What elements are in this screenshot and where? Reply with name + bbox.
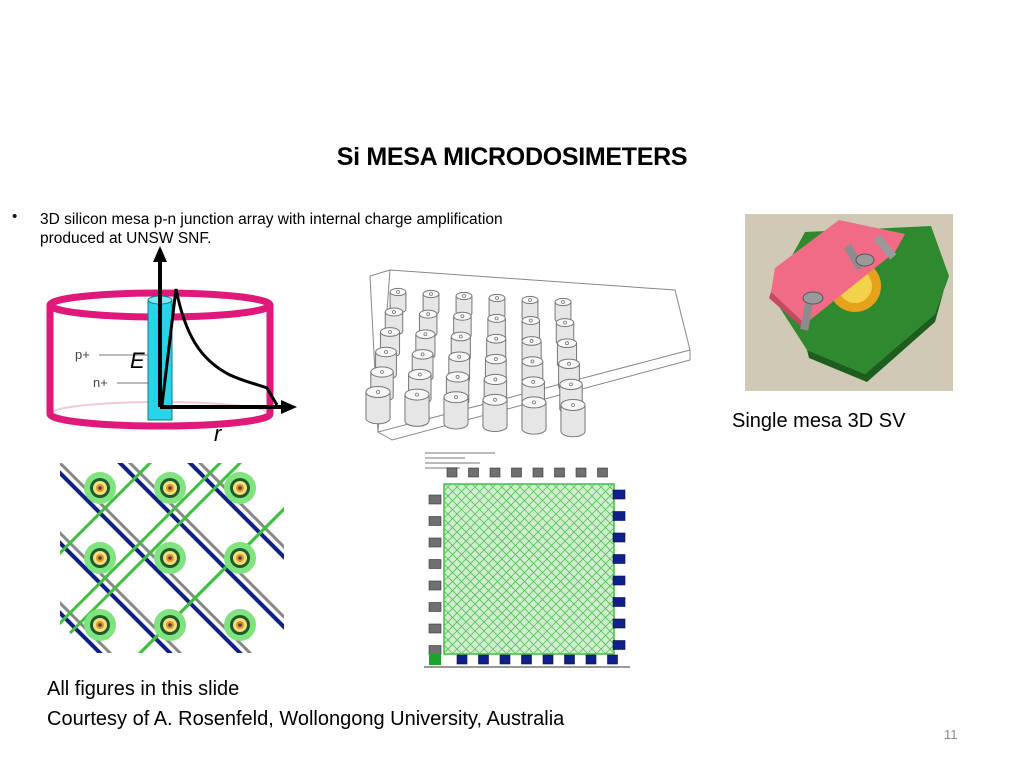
mesa-cylinder: [422, 289, 440, 316]
slide-title: Si MESA MICRODOSIMETERS: [336, 143, 688, 171]
mesa-cylinder: [488, 293, 506, 320]
mesa-cylinder: [560, 399, 586, 438]
pixel-cell: [224, 609, 256, 641]
radius-axis-label: r: [214, 421, 223, 446]
pixel-cell: [224, 542, 256, 574]
mesa-cylinder: [443, 391, 469, 430]
chip-pad-ground: [429, 654, 441, 665]
chip-pad-right: [612, 597, 626, 607]
mesa-cylinder: [521, 396, 547, 435]
chip-pad-right: [612, 575, 626, 586]
chip-pad-bottom: [478, 654, 489, 665]
chip-pad-bottom: [564, 654, 575, 665]
chip-pad-top: [446, 467, 458, 478]
bullet-text: 3D silicon mesa p-n junction array with …: [40, 211, 503, 247]
pixel-cell: [84, 472, 116, 504]
chip-pad-bottom: [521, 654, 532, 665]
chip-pad-bottom: [585, 654, 597, 665]
chip-pad-left: [428, 580, 442, 591]
chip-pad-top: [532, 467, 544, 478]
chip-pad-top: [489, 467, 501, 478]
single-mesa-caption: Single mesa 3D SV: [732, 410, 906, 432]
pixel-cell: [84, 542, 116, 574]
pixel-layout-closeup: [60, 463, 284, 653]
chip-pad-left: [428, 559, 442, 569]
mesa-cylinder-group: [365, 287, 586, 438]
mesa-cylinder: [365, 386, 391, 425]
chip-pad-bottom: [542, 654, 554, 665]
chip-pad-top: [575, 467, 587, 478]
chip-array-layout: [420, 450, 635, 670]
page-number: 11: [944, 727, 958, 742]
chip-pad-right: [612, 532, 626, 543]
pixel-cell: [154, 542, 186, 574]
p-plus-label: p+: [75, 347, 90, 362]
mesa-cylinder: [455, 291, 473, 318]
chip-pad-left: [428, 645, 442, 655]
field-axis-label: E: [130, 348, 145, 373]
chip-pad-right: [612, 618, 626, 629]
chip-pad-top: [554, 467, 565, 478]
single-mesa-render: [745, 214, 953, 391]
chip-pad-right: [612, 554, 626, 564]
chip-pad-left: [428, 537, 442, 548]
mesa-cylinder: [554, 297, 572, 324]
chip-pad-left: [428, 494, 442, 505]
pixel-cell: [224, 472, 256, 504]
mesa-cylinder: [521, 295, 539, 322]
chip-pad-left: [428, 602, 442, 612]
chip-pad-top: [597, 467, 608, 478]
pixel-cell: [84, 609, 116, 641]
chip-pad-right: [612, 511, 626, 521]
chip-pad-left: [428, 516, 442, 526]
chip-pad-left: [428, 623, 442, 634]
mesa-array-3d: [365, 269, 691, 441]
pixel-cell-group: [84, 472, 256, 641]
chip-pad-bottom: [499, 654, 511, 665]
chip-pad-right: [612, 640, 626, 650]
mesa-cylinder: [482, 393, 508, 433]
pixel-cell: [154, 472, 186, 504]
credit-line-1: All figures in this slide: [47, 678, 240, 700]
chip-grid-lines: [444, 484, 614, 654]
n-plus-label: n+: [93, 375, 108, 390]
mesa-cylinder: [404, 388, 430, 427]
chip-pad-top: [511, 467, 522, 478]
chip-pad-bottom: [607, 654, 618, 665]
cylinder-field-diagram: p+ n+ E r: [46, 246, 297, 446]
credit-line-2: Courtesy of A. Rosenfeld, Wollongong Uni…: [47, 708, 565, 730]
chip-pad-top: [468, 467, 479, 478]
pixel-cell: [154, 609, 186, 641]
chip-pad-right: [612, 489, 626, 500]
bullet-dot-icon: •: [12, 208, 18, 225]
chip-pad-bottom: [456, 654, 468, 665]
chip-pad-group: [428, 467, 626, 665]
